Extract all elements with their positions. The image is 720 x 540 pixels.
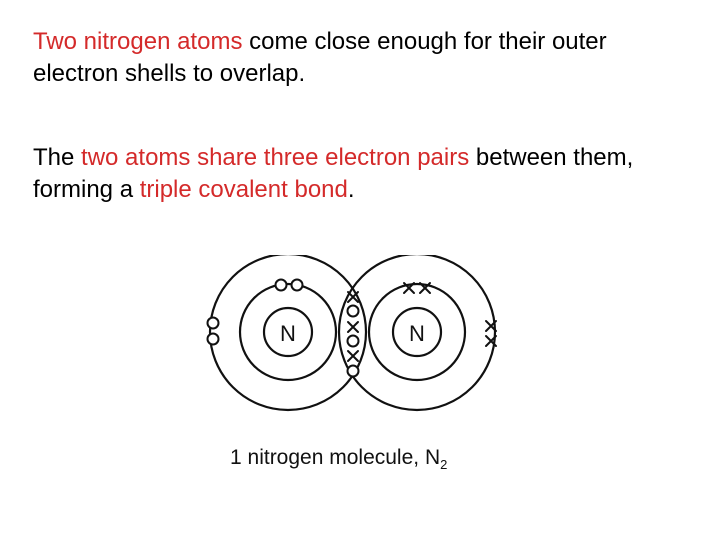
electron-x xyxy=(485,320,497,332)
right-inner-shell xyxy=(367,282,467,382)
highlight-electron-pairs: two atoms share three electron pairs xyxy=(81,144,470,171)
caption-text: 1 nitrogen molecule, N xyxy=(230,446,441,469)
molecule-caption: 1 nitrogen molecule, N2 xyxy=(230,446,447,472)
bond-paragraph: The two atoms share three electron pairs… xyxy=(33,142,693,206)
electron-x xyxy=(347,291,359,303)
left-atom-symbol: N xyxy=(280,321,296,346)
bond-text-1: The xyxy=(33,144,82,171)
electron-x xyxy=(347,321,359,333)
left-outer-shell xyxy=(208,255,368,412)
electron-o xyxy=(274,278,288,292)
bond-text-3: . xyxy=(347,176,355,203)
right-atom-symbol: N xyxy=(409,321,425,346)
electron-x xyxy=(485,335,497,347)
right-electrons xyxy=(347,282,497,362)
intro-paragraph: Two nitrogen atoms come close enough for… xyxy=(33,26,693,90)
electron-x xyxy=(347,350,359,362)
intro-text: come close enough for their outer electr… xyxy=(33,28,607,87)
nitrogen-molecule-diagram: N N xyxy=(206,255,497,412)
electron-x xyxy=(419,282,431,294)
caption-subscript: 2 xyxy=(440,457,448,473)
electron-o xyxy=(346,304,360,318)
electron-o xyxy=(346,364,360,378)
electron-o xyxy=(206,332,220,346)
highlight-triple-bond: triple covalent bond xyxy=(139,176,348,203)
right-nucleus xyxy=(391,306,443,358)
electron-o xyxy=(290,278,304,292)
bond-text-2: between them, forming a xyxy=(33,144,634,203)
electron-o xyxy=(206,316,220,330)
electron-o xyxy=(346,334,360,348)
electron-x xyxy=(403,282,415,294)
left-electrons xyxy=(206,278,360,378)
right-outer-shell xyxy=(337,255,497,412)
highlight-two-nitrogen-atoms: Two nitrogen atoms xyxy=(33,28,243,55)
left-inner-shell xyxy=(238,282,338,382)
left-nucleus xyxy=(262,306,314,358)
